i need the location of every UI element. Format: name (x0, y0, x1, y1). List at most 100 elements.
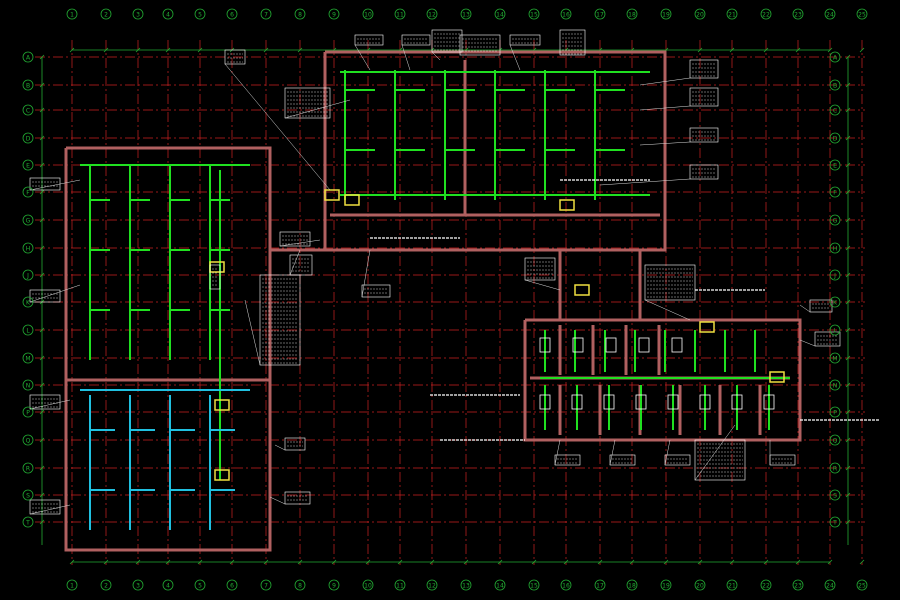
axis-bubble-row-right (829, 132, 841, 144)
axis-bubble-row-right-label: S (833, 493, 837, 500)
axis-bubble-row-left-label: A (26, 55, 31, 62)
axis-bubble-column-top-label: 8 (298, 12, 302, 19)
dimension-tick (69, 47, 75, 53)
dimension-tick (859, 559, 865, 565)
axis-bubble-row-right-label: E (833, 163, 837, 170)
annotation-tag (554, 454, 581, 466)
axis-bubble-column-top-label: 17 (596, 12, 604, 19)
axis-bubble-column-top-label: 19 (662, 12, 670, 19)
leader-line (599, 178, 691, 186)
dimension-tick (845, 492, 851, 498)
dimension-tick (429, 559, 435, 565)
axis-bubble-row-left-label: M (25, 356, 30, 363)
axis-bubble-row-right (829, 324, 841, 336)
annotation-tag (279, 231, 311, 247)
axis-bubble-column-top-label: 23 (794, 12, 802, 19)
dimension-tick (845, 355, 851, 361)
axis-bubble-column-bottom (594, 579, 606, 591)
annotation-tag (284, 87, 331, 119)
annotation-tag (284, 437, 306, 451)
axis-bubble-column-top (162, 8, 174, 20)
dimension-tick (763, 559, 769, 565)
axis-bubble-column-top (494, 8, 506, 20)
axis-bubble-column-bottom-label: 4 (166, 583, 170, 590)
leader-line (431, 51, 441, 61)
axis-bubble-row-left-label: L (26, 328, 30, 335)
axis-bubble-row-right (829, 186, 841, 198)
dimension-tick (39, 54, 45, 60)
leader-line (29, 179, 81, 191)
axis-bubble-column-top-label: 2 (104, 12, 108, 19)
axis-bubble-row-right (829, 516, 841, 528)
annotation-tag (259, 274, 301, 366)
fan-coil-unit (731, 394, 743, 410)
dimension-tick (845, 54, 851, 60)
fan-coil-unit (699, 394, 711, 410)
dimension-tick (39, 162, 45, 168)
leader-line (799, 339, 816, 347)
leader-line (29, 284, 81, 303)
axis-bubble-row-left-label: D (26, 136, 31, 143)
axis-bubble-row-left-label: G (26, 218, 31, 225)
axis-bubble-row-right-label: G (833, 218, 838, 225)
leader-line (269, 496, 286, 505)
axis-bubble-row-left (22, 324, 34, 336)
axis-bubble-column-bottom-label: 3 (136, 583, 140, 590)
axis-bubble-column-bottom-label: 6 (230, 583, 234, 590)
axis-bubble-column-top-label: 24 (826, 12, 834, 19)
fan-coil-unit (572, 337, 584, 353)
dimension-tick (845, 162, 851, 168)
annotation-tag (401, 34, 431, 46)
axis-bubble-column-bottom-label: 19 (662, 583, 670, 590)
annotation-tag (609, 454, 636, 466)
dimension-tick (39, 135, 45, 141)
dimension-tick (135, 47, 141, 53)
dimension-tick (845, 245, 851, 251)
axis-bubble-row-left (22, 242, 34, 254)
axis-bubble-column-top (260, 8, 272, 20)
leader-line (664, 439, 671, 466)
east-wing-wall (523, 318, 802, 442)
fan-coil-unit (667, 394, 679, 410)
annotation-tag (29, 177, 61, 191)
axis-bubble-column-top-label: 16 (562, 12, 570, 19)
leader-line (29, 399, 71, 410)
axis-bubble-column-bottom (362, 579, 374, 591)
dimension-tick (845, 437, 851, 443)
axis-bubble-row-left-label: T (25, 520, 30, 527)
air-handling-unit (559, 199, 575, 211)
fan-coil-unit (635, 394, 647, 410)
axis-bubble-column-top-label: 9 (332, 12, 336, 19)
dimension-tick (69, 559, 75, 565)
dimension-tick (497, 559, 503, 565)
axis-bubble-column-bottom (626, 579, 638, 591)
axis-bubble-column-top-label: 7 (264, 12, 268, 19)
axis-bubble-row-right-label: J (833, 273, 836, 280)
dimension-tick (297, 559, 303, 565)
dimension-tick (845, 217, 851, 223)
dimension-tick (263, 47, 269, 53)
dimension-tick (39, 327, 45, 333)
axis-bubble-row-right (829, 379, 841, 391)
leader-line (274, 444, 286, 451)
axis-bubble-column-bottom (100, 579, 112, 591)
leader-line (401, 44, 411, 71)
leader-line (361, 249, 371, 298)
annotation-tag (694, 439, 746, 481)
axis-bubble-column-bottom-label: 16 (562, 583, 570, 590)
leader-line (639, 105, 691, 111)
dimension-tick (729, 47, 735, 53)
axis-bubble-column-top (760, 8, 772, 20)
axis-bubble-row-right (829, 104, 841, 116)
axis-bubble-row-left (22, 132, 34, 144)
axis-bubble-column-bottom-label: 12 (428, 583, 436, 590)
dimension-tick (859, 47, 865, 53)
annotation-tag (224, 49, 246, 65)
axis-bubble-column-top (594, 8, 606, 20)
axis-bubble-row-left (22, 104, 34, 116)
dimension-tick (663, 559, 669, 565)
axis-bubble-row-right-label: D (833, 136, 838, 143)
leader-line (29, 504, 71, 515)
axis-bubble-column-top-label: 21 (728, 12, 736, 19)
axis-bubble-row-right (829, 214, 841, 226)
